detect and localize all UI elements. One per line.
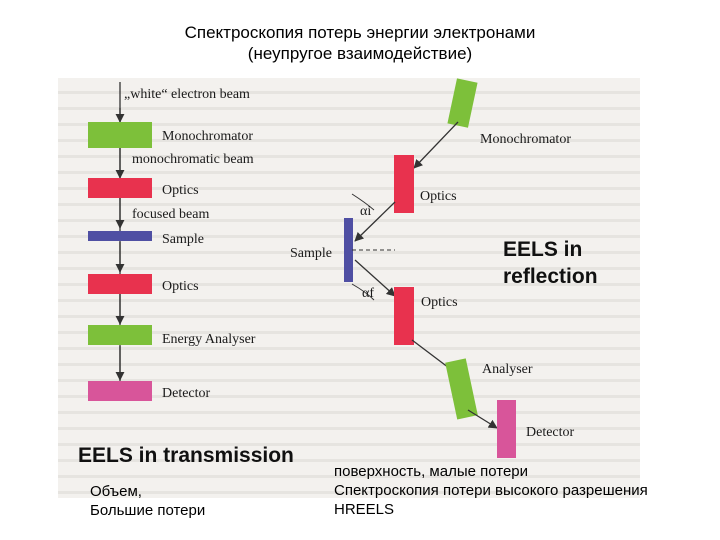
incident-angle-arc [351,193,375,211]
focused-beam-label: focused beam [132,207,209,222]
optics-block-1 [88,178,152,198]
mono-beam-label: monochromatic beam [132,152,254,167]
final-angle-arc [351,283,375,301]
energy-analyser-label: Energy Analyser [162,332,256,347]
transmission-heading: EELS in transmission [78,444,294,467]
title-line-2: (неупругое взаимодействие) [247,44,473,63]
caption-reflection-line-1: поверхность, малые потери [334,463,529,480]
caption-transmission-line-1: Объем, [90,483,142,500]
reflection-diagram: Monochromator Optics αi Sample αf EELS i… [290,78,598,458]
reflection-optics-in-label: Optics [420,189,457,204]
title-line-1: Спектроскопия потерь энергии электронами [184,23,536,42]
caption-transmission: Объем, Большие потери [90,482,205,520]
reflection-monochromator-label: Monochromator [480,132,571,147]
alpha-i-label: αi [360,204,371,219]
sample-label: Sample [162,232,204,247]
monochromator-label: Monochromator [162,129,253,144]
scanned-text-texture [58,78,640,498]
optics-label-1: Optics [162,183,199,198]
caption-reflection-line-2: Спектроскопия потери высокого разрешения [334,482,648,499]
analyser-block [445,358,478,420]
reflection-detector-label: Detector [526,425,575,440]
transmission-column: „white“ electron beam Monochromator mono… [78,82,294,467]
arrow-optics-to-sample [354,201,396,242]
reflection-detector-block [497,400,516,458]
monochromator-block [88,122,152,148]
scanned-figure-background [58,78,640,498]
detector-label: Detector [162,386,211,401]
reflection-optics-out-block [394,287,414,345]
reflection-heading-line-2: reflection [503,265,598,288]
reflection-heading-line-1: EELS in [503,238,582,261]
caption-reflection: поверхность, малые потери Спектроскопия … [334,462,648,519]
reflection-sample-label: Sample [290,246,332,261]
optics-block-2 [88,274,152,294]
reflection-optics-out-label: Optics [421,295,458,310]
sample-block [88,231,152,241]
caption-reflection-line-3: HREELS [334,501,395,518]
analyser-label: Analyser [482,362,533,377]
reflection-monochromator-block [447,78,478,128]
white-beam-label: „white“ electron beam [124,87,250,102]
arrow-sample-to-optics [354,259,396,297]
arrow-analyser-to-detector [467,409,498,429]
detector-block [88,381,152,401]
reflection-optics-in-block [394,155,414,213]
optics-label-2: Optics [162,279,199,294]
caption-transmission-line-2: Большие потери [90,502,206,519]
reflection-sample-block [344,218,353,282]
page-title: Спектроскопия потерь энергии электронами… [0,22,720,64]
energy-analyser-block [88,325,152,345]
arrow-mono-to-optics [413,121,459,169]
alpha-f-label: αf [362,286,374,301]
